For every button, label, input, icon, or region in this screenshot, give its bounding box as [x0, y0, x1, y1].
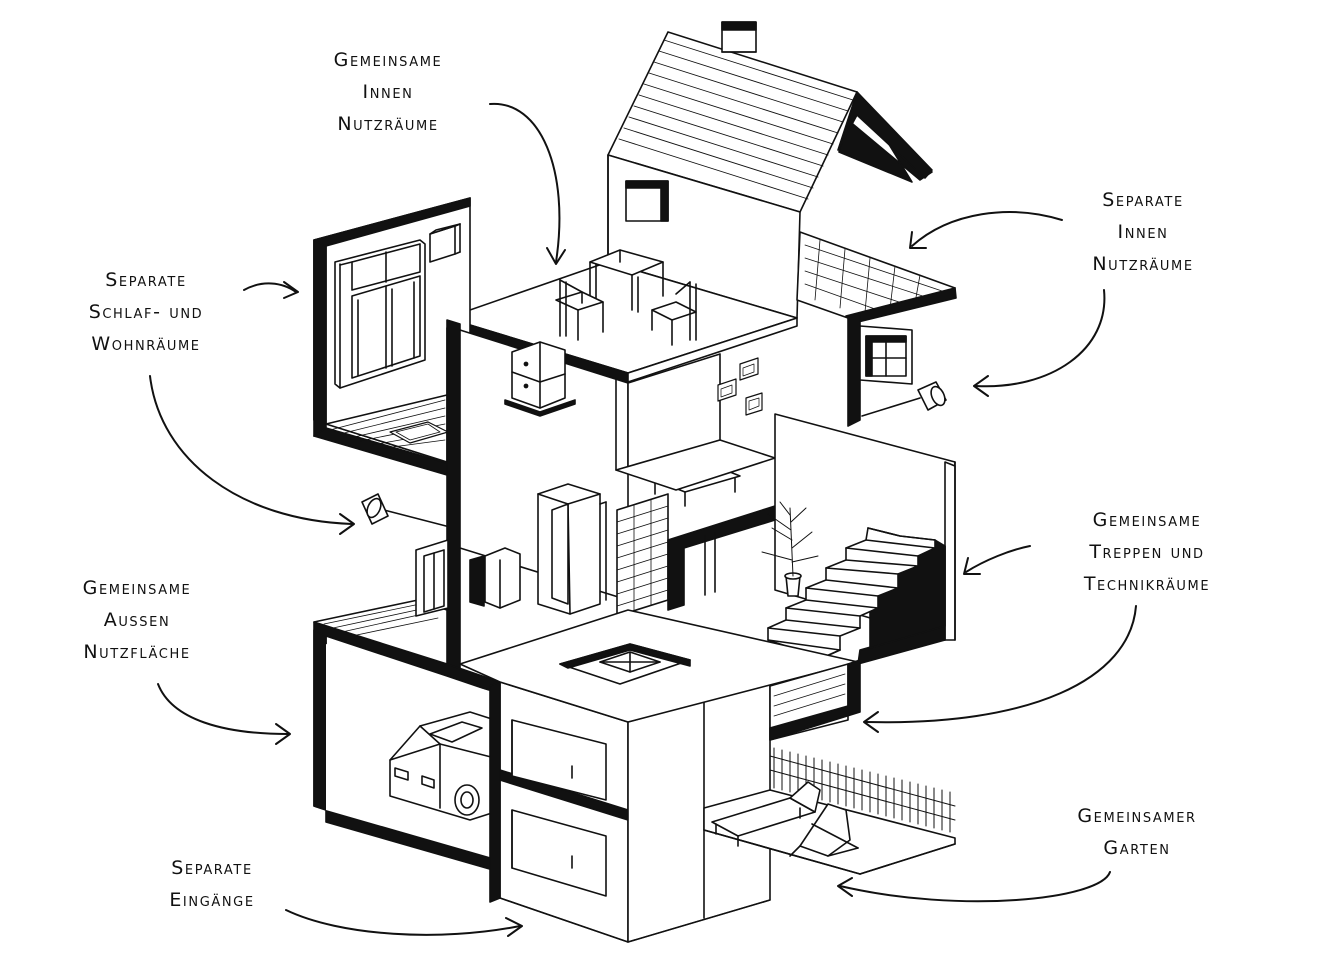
lamp-icon: [361, 493, 447, 527]
label-line: Nutzräume: [337, 113, 439, 135]
deck-chair-icon: [789, 803, 859, 857]
label-separate-indoor: Separate Innen Nutzräume: [1036, 184, 1250, 280]
arrowhead: [963, 557, 981, 575]
label-line: Nutzräume: [1092, 253, 1194, 275]
sun-lounger-icon: [711, 781, 821, 847]
side-roof: [796, 231, 957, 323]
label-line: Innen: [362, 81, 414, 103]
label-separate-sleeping: Separate Schlaf- und Wohnräume: [46, 264, 246, 360]
car-icon: [389, 711, 496, 821]
label-line: Separate: [1102, 189, 1184, 211]
label-line: Garten: [1103, 837, 1171, 859]
dresser-icon: [504, 341, 576, 417]
label-shared-indoor: Gemeinsame Innen Nutzräume: [278, 44, 498, 140]
label-line: Eingänge: [169, 889, 255, 911]
arrow-shared-stairs: [965, 545, 1031, 573]
arrowhead: [909, 231, 927, 249]
label-shared-outdoor: Gemeinsame Aussen Nutzfläche: [32, 572, 242, 668]
arrow-shared-garden: [839, 871, 1111, 903]
chair-icon: [555, 279, 604, 341]
label-separate-entrances: Separate Eingänge: [112, 852, 312, 916]
arrow-separate-indoor-top: [911, 211, 1063, 247]
lamp-icon: [861, 381, 947, 417]
chimney-icon: [721, 21, 757, 53]
door-icon: [511, 719, 607, 801]
label-line: Aussen: [103, 609, 171, 631]
window-icon: [559, 643, 691, 685]
label-line: Technikräume: [1083, 573, 1211, 595]
arrow-shared-technical: [865, 605, 1137, 724]
mid-floor: [615, 439, 776, 617]
label-line: Wohnräume: [91, 333, 201, 355]
sofa-icon: [537, 483, 607, 615]
technical-room: [769, 659, 861, 741]
label-line: Innen: [1117, 221, 1169, 243]
arrowhead: [837, 877, 853, 897]
arrowhead: [339, 513, 355, 535]
table-icon: [589, 249, 664, 313]
label-line: Separate: [171, 857, 253, 879]
roof: [607, 31, 933, 319]
arrow-separate-entrances: [285, 909, 521, 936]
arrowhead: [505, 917, 523, 937]
arrowhead: [283, 281, 299, 299]
label-line: Nutzfläche: [83, 641, 191, 663]
arrow-shared-indoor: [489, 102, 561, 263]
label-line: Gemeinsamer: [1077, 805, 1197, 827]
label-line: Gemeinsame: [333, 49, 443, 71]
arrow-separate-sleeping-2: [149, 375, 353, 525]
door-icon: [415, 539, 449, 617]
arrowhead: [546, 247, 566, 265]
label-shared-stairs: Gemeinsame Treppen und Technikräume: [1030, 504, 1264, 600]
arrowhead: [973, 375, 989, 397]
arrowhead: [275, 723, 291, 745]
door-icon: [511, 809, 607, 897]
cabinet-icon: [429, 223, 461, 263]
arrowhead: [863, 711, 879, 733]
label-line: Separate: [105, 269, 187, 291]
chair-icon: [651, 281, 697, 346]
stairs-icon: [767, 527, 936, 659]
plant-icon: [761, 501, 819, 597]
arrows: [149, 102, 1137, 937]
arrow-separate-indoor-lower: [975, 289, 1106, 388]
label-shared-garden: Gemeinsamer Garten: [1024, 800, 1250, 864]
arrow-separate-sleeping: [243, 282, 297, 293]
picture-frame-icon: [717, 357, 763, 416]
chair-icon: [469, 547, 521, 609]
label-line: Gemeinsame: [82, 577, 192, 599]
label-line: Treppen und: [1089, 541, 1205, 563]
label-line: Schlaf- und: [88, 301, 204, 323]
label-line: Gemeinsame: [1092, 509, 1202, 531]
window-icon: [847, 313, 913, 427]
arrow-shared-outdoor: [157, 683, 289, 735]
fence-icon: [769, 747, 956, 833]
wardrobe-icon: [334, 239, 426, 389]
